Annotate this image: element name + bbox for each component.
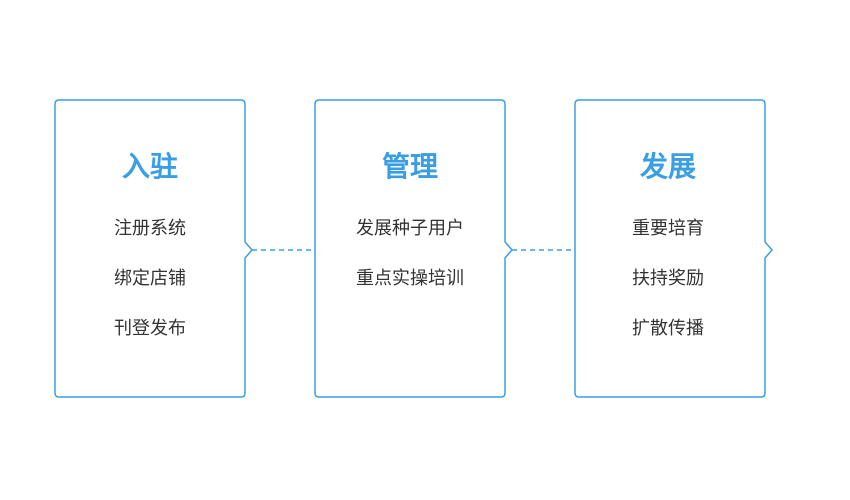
stage-item-3-1: 重要培育 — [632, 218, 704, 239]
stage-item-1-3: 刊登发布 — [114, 318, 186, 339]
stage-card-3-border — [574, 99, 773, 398]
stage-title-3: 发展 — [639, 150, 696, 183]
stage-item-1-1: 注册系统 — [114, 218, 186, 239]
stage-card-1-border — [54, 99, 253, 398]
stage-title-1: 入驻 — [122, 150, 178, 183]
stage-item-2-2: 重点实操培训 — [356, 268, 464, 289]
stage-title-2: 管理 — [382, 150, 438, 183]
stage-card-2-border — [314, 99, 513, 398]
stage-card-3: 发展 重要培育 扶持奖励 扩散传播 — [574, 99, 773, 398]
stage-item-2-1: 发展种子用户 — [356, 218, 464, 239]
stage-card-2: 管理 发展种子用户 重点实操培训 — [314, 99, 513, 398]
stage-item-3-3: 扩散传播 — [632, 318, 704, 339]
stage-item-1-2: 绑定店铺 — [114, 268, 186, 289]
stage-item-3-2: 扶持奖励 — [632, 268, 704, 289]
stage-card-1: 入驻 注册系统 绑定店铺 刊登发布 — [54, 99, 253, 398]
